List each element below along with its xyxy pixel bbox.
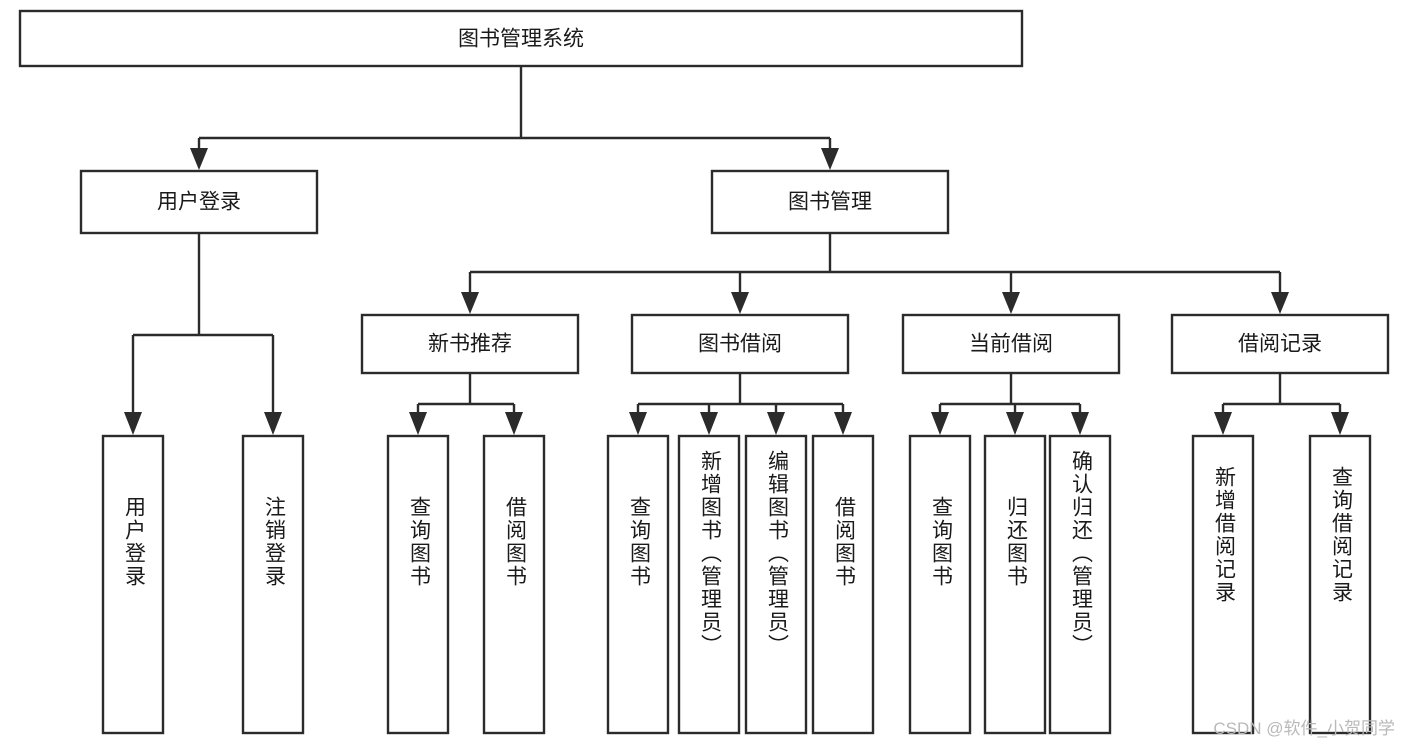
arrowhead-leaf-query-borrow-record <box>1331 412 1349 435</box>
node-leaf-edit-book-admin[interactable]: 编辑图书（管理员） <box>744 434 808 735</box>
node-borrow-record[interactable]: 借阅记录 <box>1170 313 1390 375</box>
node-book-manage[interactable]: 图书管理 <box>710 169 950 235</box>
connector-group-current-borrow <box>931 373 1089 435</box>
node-book-borrow-rect <box>630 313 850 375</box>
node-current-borrow-rect <box>901 313 1121 375</box>
node-book-manage-label: 图书管理 <box>788 191 872 214</box>
arrowhead-leaf-add-borrow-record <box>1214 412 1232 435</box>
node-leaf-query-borrow-record-rect <box>1308 434 1372 735</box>
connector-group-book-borrow <box>629 373 852 435</box>
node-leaf-user-login-label: 用户登录 <box>122 496 146 588</box>
node-user-login-label: 用户登录 <box>157 191 241 214</box>
node-leaf-query-borrow-record[interactable]: 查询借阅记录 <box>1308 434 1372 735</box>
node-leaf-return-book-label: 归还图书 <box>1004 496 1028 588</box>
arrowhead-leaf-borrow-book <box>834 412 852 435</box>
node-leaf-logout-login[interactable]: 注销登录 <box>241 434 305 735</box>
node-leaf-edit-book-admin-rect <box>744 434 808 735</box>
node-leaf-query-book-borrow[interactable]: 查询图书 <box>606 434 670 735</box>
node-leaf-query-borrow-record-label: 查询借阅记录 <box>1329 466 1353 604</box>
node-borrow-record-label: 借阅记录 <box>1238 333 1322 356</box>
arrowhead-current-borrow <box>1002 292 1020 314</box>
node-leaf-query-book-recommend[interactable]: 查询图书 <box>386 434 450 735</box>
node-leaf-add-book-admin-rect <box>677 434 741 735</box>
arrowhead-leaf-user-login <box>124 412 142 435</box>
connector-group-root <box>190 66 839 170</box>
node-leaf-borrow-book-rect <box>811 434 875 735</box>
node-leaf-confirm-return-admin-rect <box>1048 434 1112 735</box>
node-current-borrow[interactable]: 当前借阅 <box>901 313 1121 375</box>
node-leaf-borrow-book-recommend-rect <box>482 434 546 735</box>
node-leaf-query-book-recommend-label: 查询图书 <box>407 496 431 588</box>
node-leaf-query-book-current[interactable]: 查询图书 <box>908 434 972 735</box>
arrowhead-leaf-edit-book-admin <box>767 412 785 435</box>
node-leaf-add-borrow-record-label: 新增借阅记录 <box>1212 466 1236 604</box>
node-leaf-confirm-return-admin[interactable]: 确认归还（管理员） <box>1048 434 1112 735</box>
arrowhead-leaf-return-book <box>1006 412 1024 435</box>
node-leaf-query-book-current-label: 查询图书 <box>929 496 953 588</box>
node-leaf-edit-book-admin-label: 编辑图书（管理员） <box>765 450 789 657</box>
node-new-book-recommend[interactable]: 新书推荐 <box>360 313 580 375</box>
node-new-book-recommend-label: 新书推荐 <box>428 333 512 356</box>
arrowhead-borrow-record <box>1271 292 1289 314</box>
node-leaf-add-book-admin-label: 新增图书（管理员） <box>698 450 722 657</box>
node-book-borrow[interactable]: 图书借阅 <box>630 313 850 375</box>
node-borrow-record-rect <box>1170 313 1390 375</box>
node-current-borrow-label: 当前借阅 <box>969 333 1053 356</box>
connector-group-new-book-recommend <box>409 373 523 435</box>
node-leaf-return-book-rect <box>983 434 1047 735</box>
arrowhead-user-login <box>190 148 208 170</box>
node-leaf-logout-login-rect <box>241 434 305 735</box>
node-leaf-add-book-admin[interactable]: 新增图书（管理员） <box>677 434 741 735</box>
node-leaf-add-borrow-record[interactable]: 新增借阅记录 <box>1191 434 1255 735</box>
node-user-login-rect <box>79 169 319 235</box>
node-leaf-query-book-borrow-label: 查询图书 <box>627 496 651 588</box>
watermark-text: CSDN @软件_小贺同学 <box>1213 719 1395 738</box>
arrowhead-leaf-query-book-recommend <box>409 412 427 435</box>
node-leaf-user-login[interactable]: 用户登录 <box>101 434 165 735</box>
node-leaf-user-login-rect <box>101 434 165 735</box>
arrowhead-leaf-logout-login <box>264 412 282 435</box>
node-book-borrow-label: 图书借阅 <box>698 333 782 356</box>
node-leaf-borrow-book-label: 借阅图书 <box>832 496 856 588</box>
node-leaf-add-borrow-record-rect <box>1191 434 1255 735</box>
node-leaf-return-book[interactable]: 归还图书 <box>983 434 1047 735</box>
arrowhead-book-manage <box>821 148 839 170</box>
arrowhead-book-borrow <box>731 292 749 314</box>
node-user-login[interactable]: 用户登录 <box>79 169 319 235</box>
node-leaf-borrow-book-recommend[interactable]: 借阅图书 <box>482 434 546 735</box>
arrowhead-leaf-confirm-return-admin <box>1071 412 1089 435</box>
arrowhead-leaf-query-book-borrow <box>629 412 647 435</box>
connector-group-user-login <box>124 233 282 435</box>
node-root[interactable]: 图书管理系统 <box>18 9 1024 68</box>
node-book-manage-rect <box>710 169 950 235</box>
connector-group-book-manage <box>461 233 1289 314</box>
node-leaf-query-book-current-rect <box>908 434 972 735</box>
node-leaf-query-book-recommend-rect <box>386 434 450 735</box>
arrowhead-new-book-recommend <box>461 292 479 314</box>
arrowhead-leaf-add-book-admin <box>700 412 718 435</box>
node-root-rect <box>18 9 1024 68</box>
node-root-label: 图书管理系统 <box>458 28 584 51</box>
arrowhead-leaf-borrow-book-recommend <box>505 412 523 435</box>
node-leaf-logout-login-label: 注销登录 <box>262 496 286 588</box>
node-leaf-query-book-borrow-rect <box>606 434 670 735</box>
connector-group-borrow-record <box>1214 373 1349 435</box>
node-leaf-borrow-book-recommend-label: 借阅图书 <box>503 496 527 588</box>
node-leaf-borrow-book[interactable]: 借阅图书 <box>811 434 875 735</box>
arrowhead-leaf-query-book-current <box>931 412 949 435</box>
node-leaf-confirm-return-admin-label: 确认归还（管理员） <box>1069 450 1093 657</box>
node-new-book-recommend-rect <box>360 313 580 375</box>
